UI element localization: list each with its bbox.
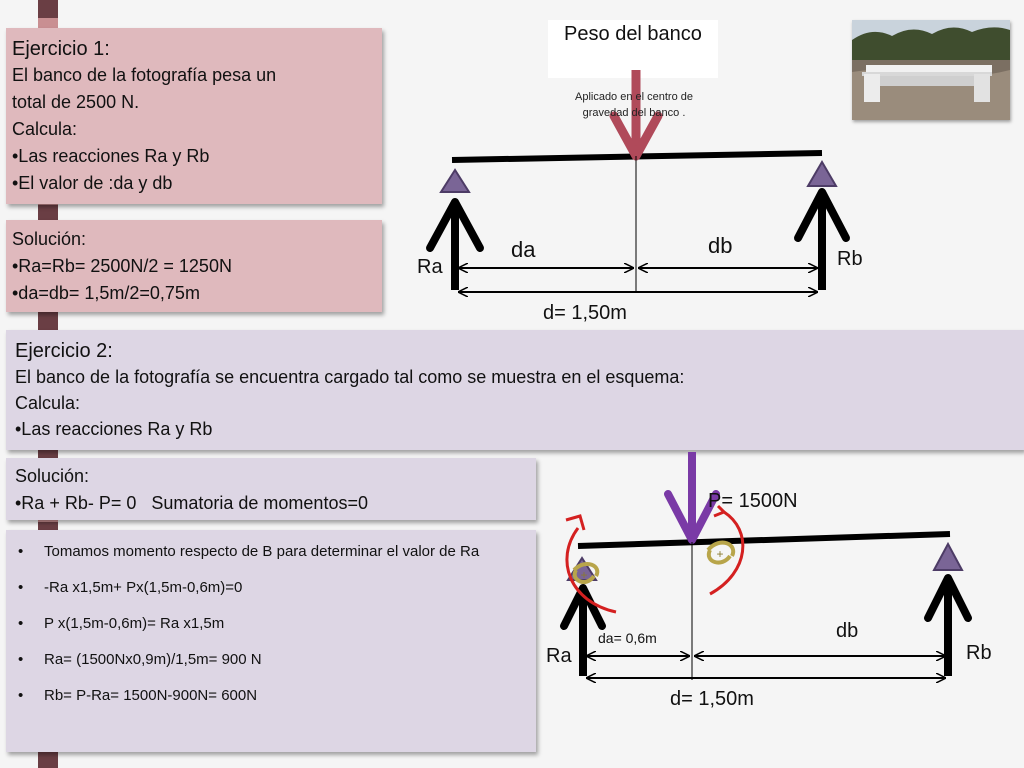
exercise1-line: •Las reacciones Ra y Rb bbox=[12, 146, 210, 166]
exercise1-line: total de 2500 N. bbox=[12, 92, 140, 112]
solution1-line: •Ra=Rb= 2500N/2 = 1250N bbox=[12, 256, 232, 276]
label-da: da= 0,6m bbox=[598, 630, 657, 646]
step-item: Tomamos momento respecto de B para deter… bbox=[10, 534, 532, 570]
diagram1 bbox=[426, 70, 850, 292]
steps-box: Tomamos momento respecto de B para deter… bbox=[6, 530, 536, 752]
label-rb: Rb bbox=[837, 248, 863, 270]
svg-text:+: + bbox=[716, 547, 723, 561]
exercise2-line: Calcula: bbox=[15, 393, 81, 413]
stripe-segment bbox=[38, 205, 58, 221]
support-a-icon bbox=[439, 168, 471, 193]
steps-list: Tomamos momento respecto de B para deter… bbox=[10, 534, 532, 714]
step-item: P x(1,5m-0,6m)= Ra x1,5m bbox=[10, 606, 532, 642]
exercise1-line: •El valor de :da y db bbox=[12, 173, 173, 193]
solution2-box: Solución: •Ra + Rb- P= 0 Sumatoria de mo… bbox=[6, 458, 536, 520]
label-d: d= 1,50m bbox=[543, 302, 627, 324]
exercise2-box: Ejercicio 2: El banco de la fotografía s… bbox=[6, 330, 1024, 450]
step-item: -Ra x1,5m+ Px(1,5m-0,6m)=0 bbox=[10, 570, 532, 606]
label-ra: Ra bbox=[417, 256, 443, 278]
label-d: d= 1,50m bbox=[670, 688, 754, 710]
rotation-icon: + bbox=[706, 540, 736, 565]
moment-arrow-icon bbox=[709, 504, 745, 596]
label-load: P= 1500N bbox=[708, 490, 798, 512]
step-item: Rb= P-Ra= 1500N-900N= 600N bbox=[10, 678, 532, 714]
label-ra: Ra bbox=[546, 645, 572, 667]
label-db: db bbox=[708, 233, 733, 258]
label-db: db bbox=[836, 620, 859, 642]
exercise1-title: Ejercicio 1: bbox=[12, 38, 110, 60]
weight-note: Aplicado en el centro de gravedad del ba… bbox=[574, 91, 694, 119]
solution1-line: Solución: bbox=[12, 229, 87, 249]
exercise1-line: El banco de la fotografía pesa un bbox=[12, 65, 277, 85]
reaction-b-arrow bbox=[794, 188, 850, 290]
solution2-line: •Ra + Rb- P= 0 Sumatoria de momentos=0 bbox=[15, 493, 368, 513]
solution1-box: Solución: •Ra=Rb= 2500N/2 = 1250N •da=db… bbox=[6, 220, 382, 312]
weight-label: Peso del banco bbox=[548, 20, 718, 78]
stripe-segment bbox=[38, 312, 58, 334]
diagram2: + + bbox=[560, 452, 972, 680]
bench-photo bbox=[852, 20, 1010, 120]
load-arrow bbox=[664, 452, 720, 544]
support-b-icon bbox=[806, 160, 838, 187]
reaction-a-arrow bbox=[560, 584, 606, 676]
rotation-icon: + bbox=[572, 561, 600, 584]
exercise2-line: El banco de la fotografía se encuentra c… bbox=[15, 367, 685, 387]
reaction-a-arrow bbox=[426, 198, 484, 290]
reaction-b-arrow bbox=[924, 574, 972, 676]
support-b-icon bbox=[932, 541, 964, 571]
exercise1-line: Calcula: bbox=[12, 119, 78, 139]
exercise2-title: Ejercicio 2: bbox=[15, 340, 113, 362]
svg-text:+: + bbox=[580, 568, 587, 582]
stripe-segment bbox=[38, 0, 58, 18]
step-item: Ra= (1500Nx0,9m)/1,5m= 900 N bbox=[10, 642, 532, 678]
exercise1-box: Ejercicio 1: El banco de la fotografía p… bbox=[6, 28, 382, 204]
label-rb: Rb bbox=[966, 642, 992, 664]
label-da: da bbox=[511, 237, 536, 262]
solution1-line: •da=db= 1,5m/2=0,75m bbox=[12, 283, 200, 303]
exercise2-line: •Las reacciones Ra y Rb bbox=[15, 419, 213, 439]
stripe-segment bbox=[38, 752, 58, 768]
moment-arrow-icon bbox=[565, 514, 617, 614]
beam bbox=[577, 531, 951, 549]
solution2-line: Solución: bbox=[15, 466, 90, 486]
